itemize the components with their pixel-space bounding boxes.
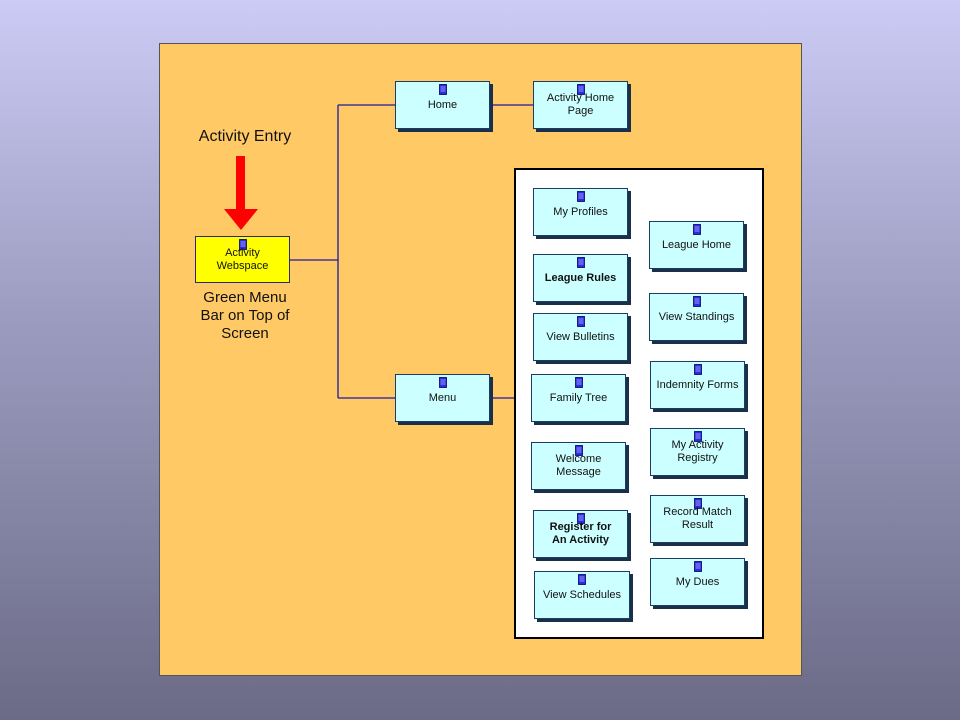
activity-webspace-label: Activity Webspace: [216, 246, 269, 272]
family-tree-label: Family Tree: [549, 391, 608, 404]
home-label: Home: [427, 98, 458, 111]
document-icon: [576, 316, 585, 327]
document-icon: [693, 561, 702, 572]
view-bulletins-label: View Bulletins: [546, 330, 615, 343]
view-schedules-label: View Schedules: [542, 588, 622, 601]
activity-home-page-label: Activity Home Page: [546, 92, 615, 117]
view-bulletins-node[interactable]: View Bulletins: [533, 313, 628, 361]
view-standings-node[interactable]: View Standings: [649, 293, 744, 341]
activity-entry-label: Activity Entry: [198, 128, 292, 145]
my-dues-node[interactable]: My Dues: [650, 558, 745, 606]
document-icon: [576, 257, 585, 268]
green-menu-note: Green Menu Bar on Top of Screen: [200, 289, 290, 342]
family-tree-node[interactable]: Family Tree: [531, 374, 626, 422]
register-activity-node[interactable]: Register for An Activity: [533, 510, 628, 558]
document-icon: [438, 84, 447, 95]
my-dues-label: My Dues: [675, 575, 720, 588]
record-match-result-node[interactable]: Record Match Result: [650, 495, 745, 543]
my-profiles-label: My Profiles: [553, 205, 608, 218]
indemnity-forms-label: Indemnity Forms: [656, 378, 739, 391]
document-icon: [574, 377, 583, 388]
activity-home-page-node[interactable]: Activity Home Page: [533, 81, 628, 129]
document-icon: [693, 364, 702, 375]
welcome-message-label: Welcome Message: [555, 453, 602, 478]
record-match-result-label: Record Match Result: [663, 506, 732, 531]
activity-webspace-node[interactable]: Activity Webspace: [195, 236, 290, 283]
menu-node[interactable]: Menu: [395, 374, 490, 422]
document-icon: [438, 377, 447, 388]
league-rules-node[interactable]: League Rules: [533, 254, 628, 302]
document-icon: [692, 224, 701, 235]
league-home-node[interactable]: League Home: [649, 221, 744, 269]
document-icon: [692, 296, 701, 307]
welcome-message-node[interactable]: Welcome Message: [531, 442, 626, 490]
indemnity-forms-node[interactable]: Indemnity Forms: [650, 361, 745, 409]
register-activity-label: Register for An Activity: [549, 521, 612, 546]
home-node[interactable]: Home: [395, 81, 490, 129]
league-rules-label: League Rules: [544, 271, 617, 284]
my-activity-registry-node[interactable]: My Activity Registry: [650, 428, 745, 476]
my-profiles-node[interactable]: My Profiles: [533, 188, 628, 236]
view-schedules-node[interactable]: View Schedules: [534, 571, 630, 619]
my-activity-registry-label: My Activity Registry: [671, 439, 724, 464]
view-standings-label: View Standings: [658, 310, 735, 323]
menu-label: Menu: [428, 391, 457, 404]
document-icon: [576, 191, 585, 202]
league-home-label: League Home: [661, 238, 732, 251]
document-icon: [578, 574, 586, 585]
